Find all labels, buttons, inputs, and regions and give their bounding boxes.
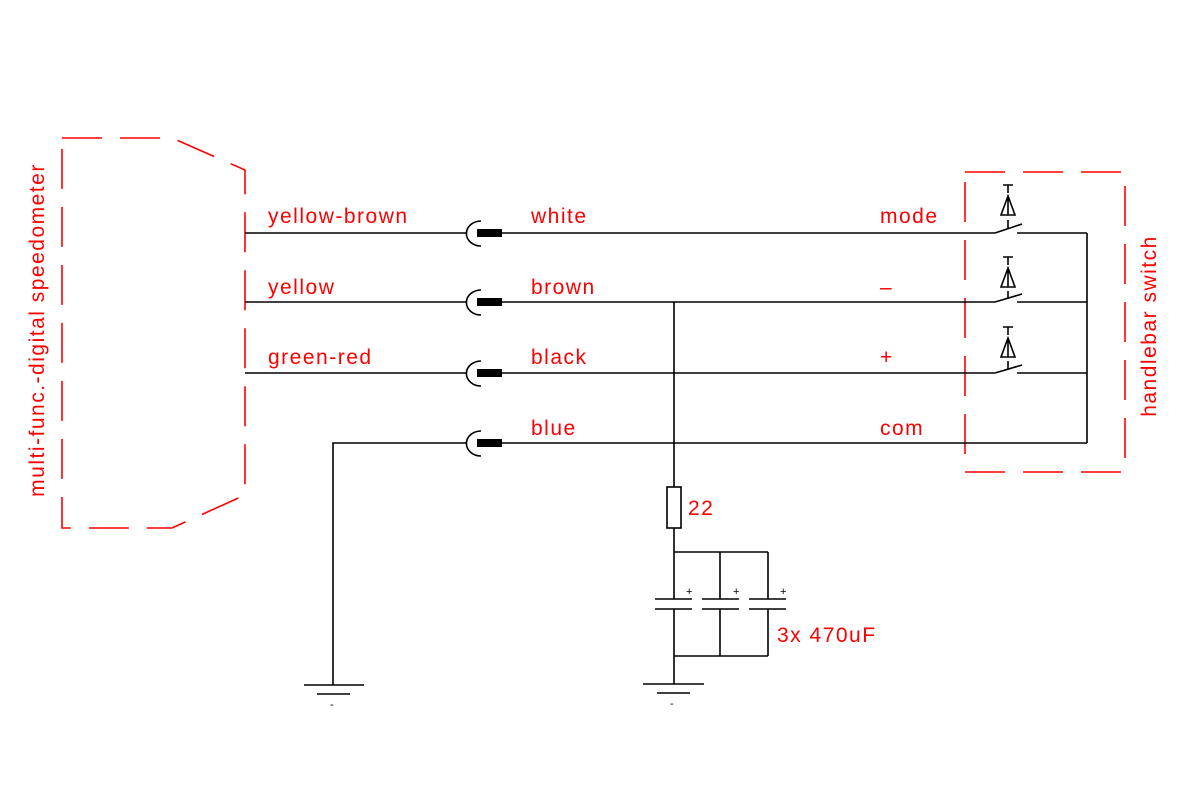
mid-label-4: blue	[531, 417, 577, 440]
handlebar-switch-outline	[964, 171, 1126, 473]
switch-plus	[994, 326, 1023, 374]
cap-plus-3: +	[780, 586, 786, 598]
switch-mode	[994, 184, 1023, 234]
connector-1	[465, 220, 502, 247]
resistor	[666, 486, 682, 529]
capacitor-1	[655, 598, 692, 610]
ground-left-symbol: -	[330, 699, 334, 711]
capacitors: + + +	[655, 586, 786, 610]
mid-label-3: black	[531, 346, 588, 369]
capacitor-2	[702, 598, 739, 610]
ground-right: -	[643, 683, 704, 710]
speedometer-outline	[61, 137, 246, 529]
ground-right-symbol: -	[670, 698, 674, 710]
wire-4	[332, 442, 1087, 685]
capacitor-label: 3x 470uF	[777, 624, 877, 647]
wire-labels: yellow-brown white mode yellow brown – g…	[268, 205, 939, 647]
mid-label-1: white	[530, 205, 588, 228]
right-label-2: –	[880, 276, 893, 299]
connector-4	[465, 430, 502, 457]
switch-minus	[994, 256, 1023, 303]
left-label-3: green-red	[268, 346, 373, 369]
cap-plus-1: +	[686, 586, 692, 598]
handlebar-switch-label: handlebar switch	[1138, 235, 1161, 417]
right-label-4: com	[880, 417, 924, 440]
junction-line	[673, 302, 769, 684]
left-label-2: yellow	[268, 276, 335, 299]
resistor-label: 22	[688, 497, 714, 520]
connectors	[465, 220, 502, 457]
speedometer-label: multi-func.-digital speedometer	[26, 163, 49, 497]
left-label-1: yellow-brown	[268, 205, 409, 228]
mid-label-2: brown	[531, 276, 596, 299]
capacitor-3	[749, 598, 786, 610]
cap-plus-2: +	[733, 586, 739, 598]
right-label-1: mode	[880, 205, 939, 228]
right-label-3: +	[880, 346, 894, 369]
connector-2	[465, 289, 502, 316]
connector-3	[465, 360, 502, 387]
ground-left: -	[304, 684, 364, 711]
